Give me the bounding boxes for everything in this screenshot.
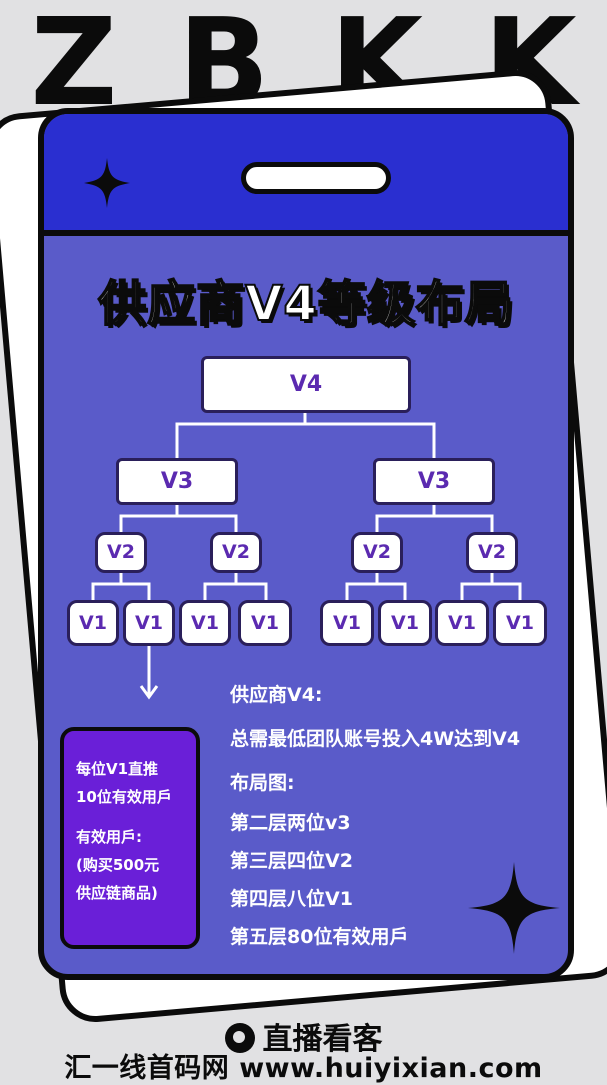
node-v2: V2 [95, 532, 147, 573]
brand-logo-icon [224, 1023, 255, 1053]
watermark: 汇一线首码网 www.huiyixian.com [64, 1053, 543, 1084]
notes-heading: 供应商V4: [230, 684, 323, 706]
page-title: 供应商V4等级布局 [97, 275, 514, 333]
notes-layer: 第四层八位V1 [230, 888, 353, 910]
node-v4: V4 [201, 356, 411, 413]
node-v1: V1 [493, 600, 547, 646]
sparkle-icon [468, 862, 560, 954]
node-v1: V1 [320, 600, 374, 646]
notes-layer: 第五层80位有效用戶 [230, 926, 409, 948]
info-line: 有效用戶: [76, 828, 142, 846]
notes-layer: 第二层两位v3 [230, 812, 351, 834]
footer-brand: 直播看客 [0, 1014, 607, 1058]
brand-name: 直播看客 [262, 1022, 383, 1057]
info-line: 10位有效用戶 [76, 788, 172, 806]
info-line: 供应链商品) [76, 884, 158, 902]
hang-slot [241, 162, 391, 194]
node-v2: V2 [466, 532, 518, 573]
node-v1: V1 [238, 600, 292, 646]
card-header [44, 114, 568, 236]
notes-requirement: 总需最低团队账号投入4W达到V4 [230, 728, 521, 750]
hierarchy-connectors [91, 412, 522, 700]
sparkle-icon [84, 158, 130, 208]
info-line: 每位V1直推 [76, 760, 159, 778]
node-v1: V1 [378, 600, 432, 646]
node-v3: V3 [116, 458, 238, 505]
node-v1: V1 [179, 600, 231, 646]
info-box: 每位V1直推 10位有效用戶 有效用戶: (购买500元 供应链商品) [60, 727, 200, 949]
notes-layout-heading: 布局图: [230, 772, 295, 794]
node-v1: V1 [67, 600, 119, 646]
node-v1: V1 [123, 600, 175, 646]
info-line: (购买500元 [76, 856, 160, 874]
node-v2: V2 [351, 532, 403, 573]
node-v3: V3 [373, 458, 495, 505]
node-v2: V2 [210, 532, 262, 573]
node-v1: V1 [435, 600, 489, 646]
notes-layer: 第三层四位V2 [230, 850, 353, 872]
brand-letter: Z [30, 0, 118, 133]
